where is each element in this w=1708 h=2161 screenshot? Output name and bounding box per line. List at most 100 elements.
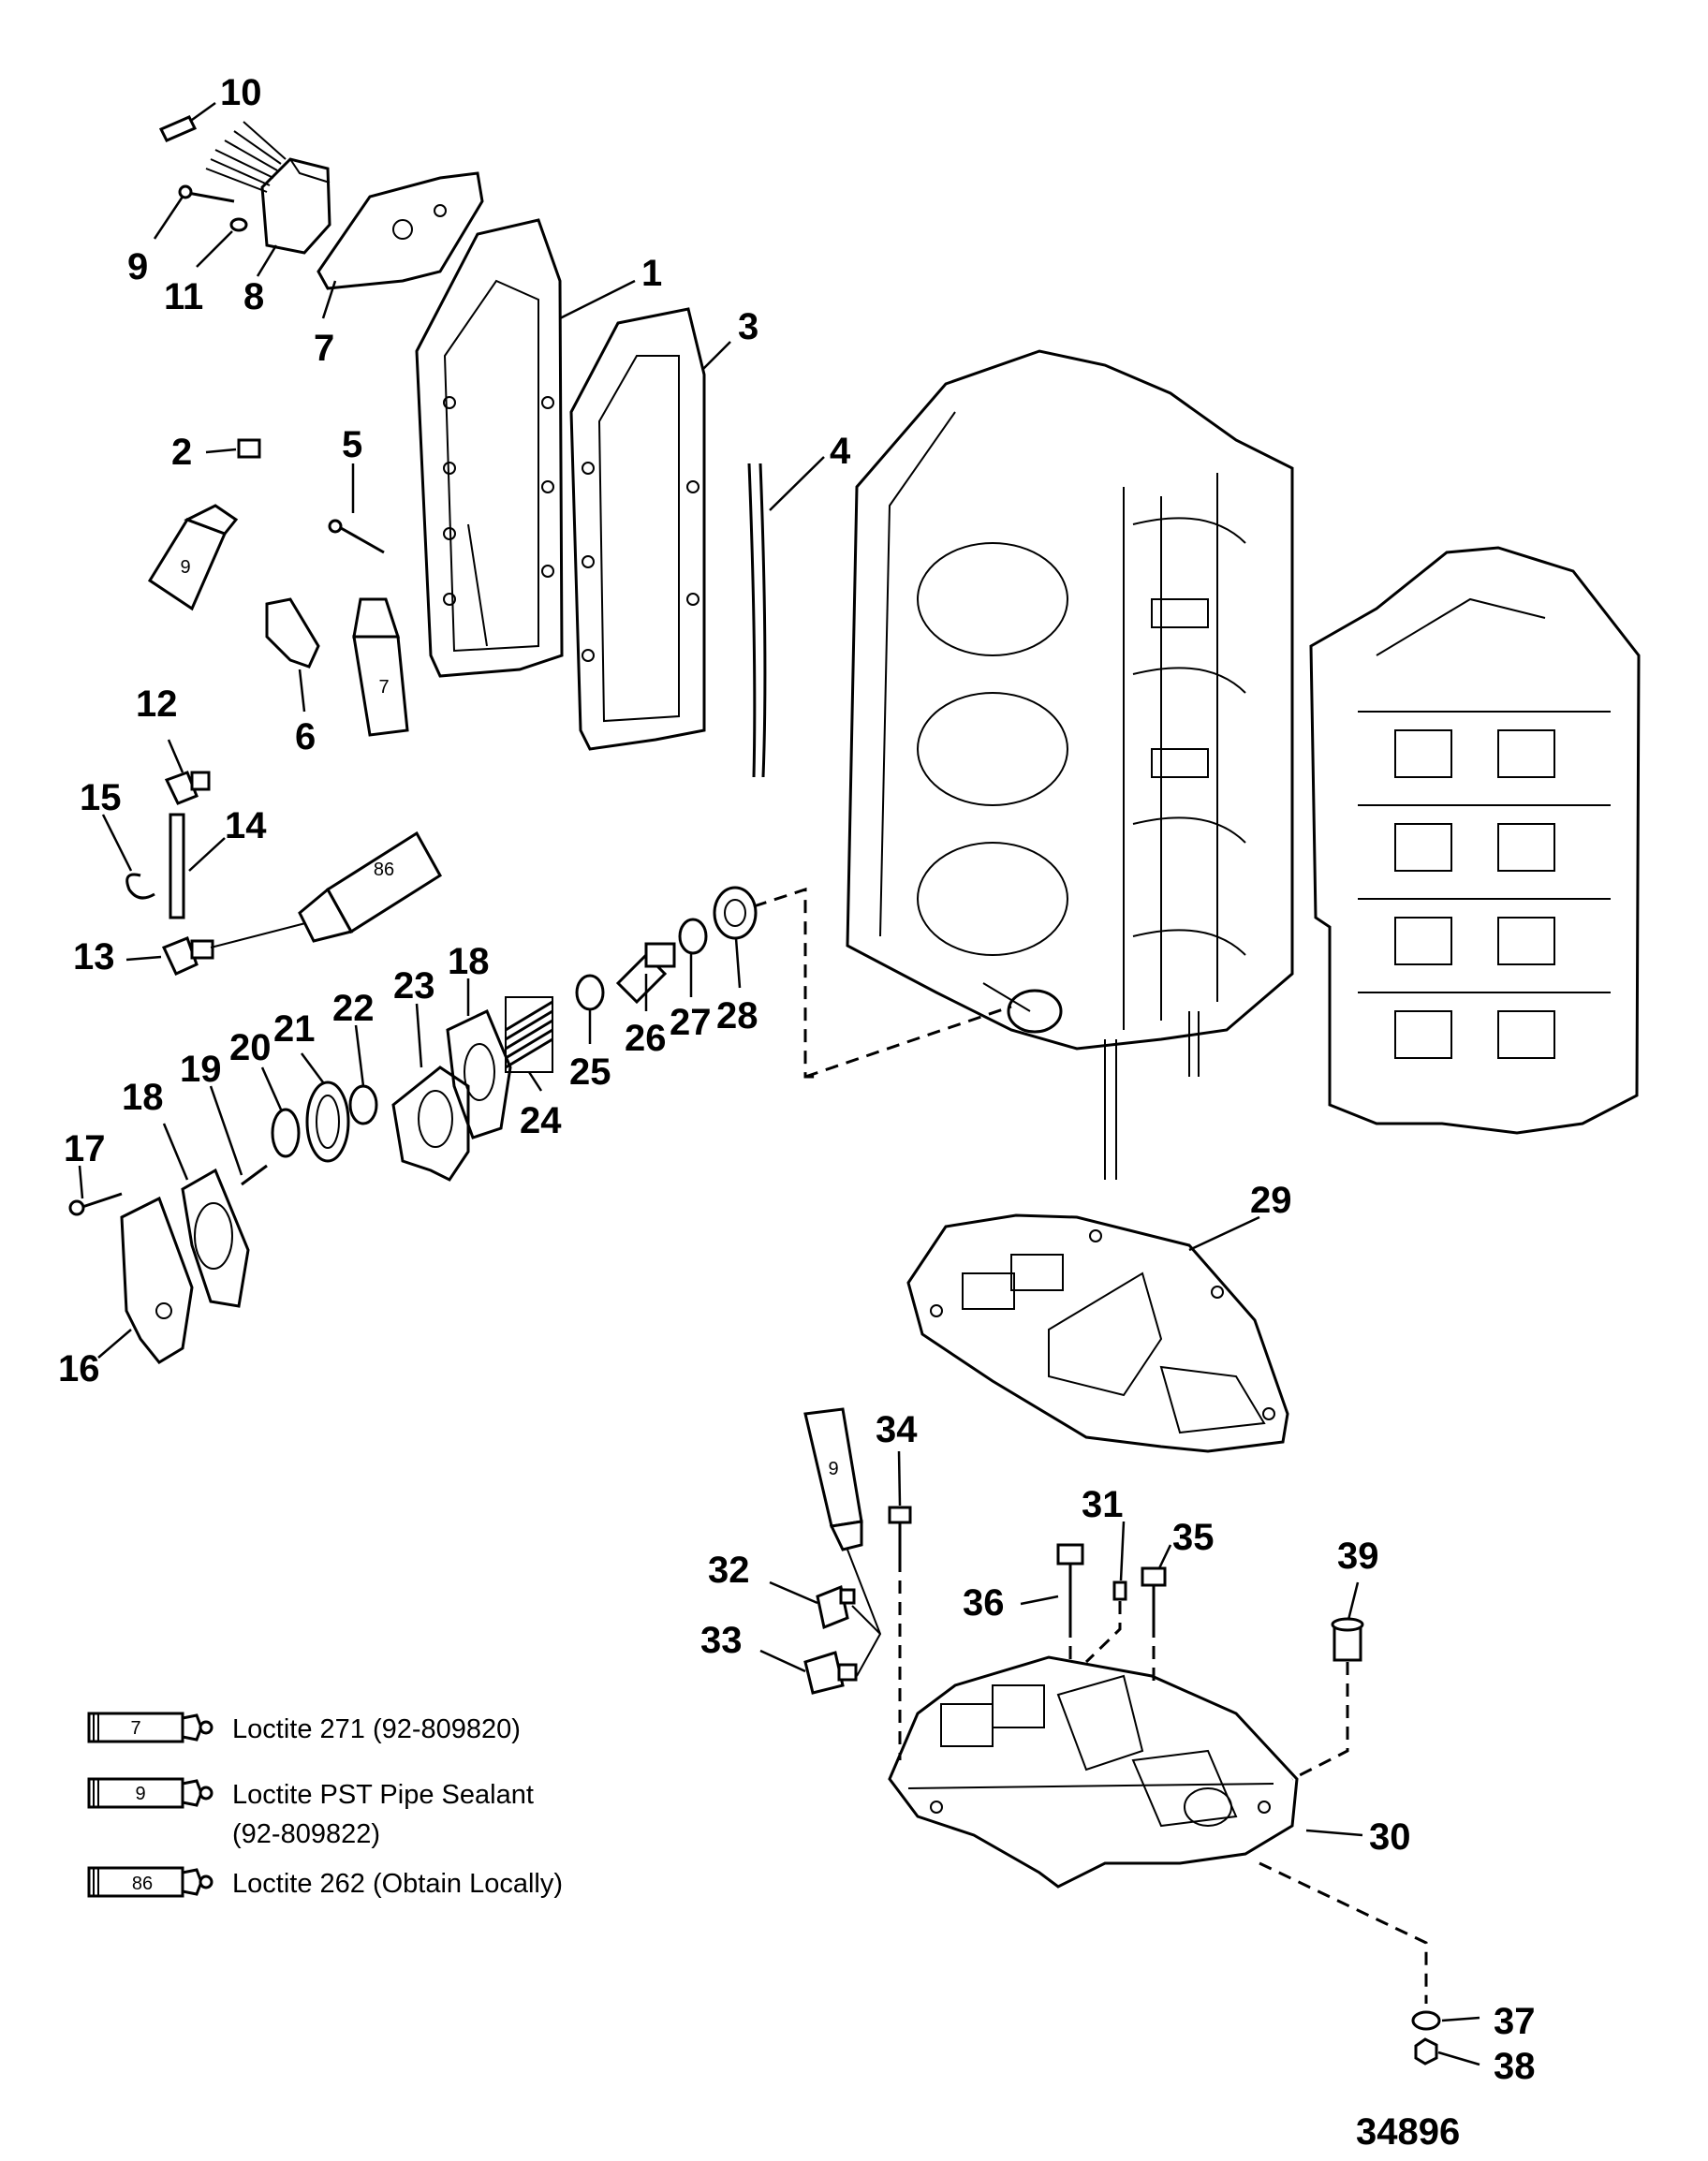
part-21-diaphragm [305, 1080, 350, 1163]
part-5-screw [328, 519, 385, 554]
part-26-thermostat [615, 942, 676, 1005]
legend-tube-label: 86 [132, 1874, 153, 1894]
callout-25: 25 [569, 1051, 611, 1093]
part-33-fitting [803, 1651, 858, 1695]
callout-15: 15 [80, 777, 122, 818]
legend-tube-label: 7 [130, 1718, 140, 1739]
legend-text: Loctite 262 (Obtain Locally) [232, 1869, 563, 1899]
callout-16: 16 [58, 1348, 100, 1389]
leader-dash-37 [1259, 1861, 1428, 2004]
legend-text: Loctite PST Pipe Sealant [232, 1780, 534, 1810]
part-18-gasket-lower [181, 1168, 250, 1308]
parts-37-38 [1411, 2010, 1441, 2065]
callout-18-lower: 18 [122, 1077, 164, 1118]
part-27-seal [678, 918, 708, 955]
tube-label: 86 [374, 860, 394, 880]
part-20-disc [271, 1108, 301, 1158]
callout-37: 37 [1494, 2001, 1536, 2042]
callout-9: 9 [127, 246, 148, 287]
part-3-gasket [569, 307, 706, 751]
legend-text-line-2: (92-809822) [232, 1819, 380, 1849]
tube-label: 9 [828, 1459, 838, 1479]
part-29-gasket [906, 1213, 1289, 1453]
leader-dash-thermostat [753, 887, 1012, 1079]
crankcase-cover [1309, 546, 1641, 1135]
tube-7: 7 [352, 597, 409, 737]
part-4-seal-strip [747, 463, 767, 778]
callout-39: 39 [1337, 1536, 1379, 1577]
callout-23: 23 [393, 965, 435, 1007]
callout-3: 3 [738, 306, 758, 347]
callout-10: 10 [220, 72, 262, 113]
callout-1: 1 [641, 253, 662, 294]
tube-9-upper: 9 [147, 504, 239, 611]
part-8-switch-box [205, 121, 331, 255]
callout-32: 32 [708, 1550, 750, 1591]
callout-38: 38 [1494, 2046, 1536, 2087]
callout-24: 24 [520, 1100, 562, 1141]
callout-20: 20 [229, 1027, 272, 1068]
part-34-bolt [888, 1506, 912, 1559]
callout-4: 4 [830, 431, 851, 472]
callout-2: 2 [171, 432, 192, 473]
callout-33: 33 [700, 1620, 743, 1661]
part-2-plug [237, 438, 261, 459]
legend-tube-label: 9 [135, 1784, 145, 1804]
legend-item-loctite-pst: 9 Loctite PST Pipe Sealant (92-809822) [87, 1777, 534, 1849]
callout-19: 19 [180, 1049, 222, 1090]
callout-21: 21 [273, 1008, 316, 1050]
part-31-dowel [1112, 1580, 1127, 1601]
callout-22: 22 [332, 988, 375, 1029]
leader-dash-31 [1084, 1601, 1122, 1664]
leader-dash-39 [1291, 1662, 1349, 1781]
callout-18-upper: 18 [448, 941, 490, 982]
callout-5: 5 [342, 424, 362, 465]
callout-35: 35 [1172, 1517, 1215, 1558]
legend-item-loctite-271: 7 Loctite 271 (92-809820) [87, 1712, 521, 1744]
callout-26: 26 [625, 1018, 667, 1059]
part-17-screw [68, 1192, 123, 1216]
callout-11: 11 [164, 276, 203, 317]
part-39-grommet [1331, 1617, 1364, 1662]
part-35-bolt [1141, 1566, 1167, 1624]
part-23-housing [391, 1066, 470, 1182]
part-15-clip [125, 873, 155, 900]
callout-14: 14 [225, 805, 267, 846]
part-30-adapter-plate [888, 1655, 1299, 1889]
tube-9-lower: 9 [803, 1407, 882, 1677]
part-14-hose [169, 813, 185, 919]
figure-number: 34896 [1356, 2111, 1460, 2153]
part-1-exhaust-cover [415, 218, 564, 678]
callout-6: 6 [295, 716, 316, 757]
sealant-legend: 7 Loctite 271 (92-809820) 9 Loctite PST … [87, 1712, 563, 1899]
callout-34: 34 [876, 1409, 918, 1450]
part-6-clip [265, 597, 320, 669]
part-19-screw [241, 1164, 268, 1186]
tube-86: 86 [298, 831, 442, 943]
callout-30: 30 [1369, 1816, 1411, 1858]
callout-12: 12 [136, 684, 178, 725]
callout-31: 31 [1082, 1484, 1124, 1525]
callout-labels: 1 2 3 4 5 6 7 8 9 10 11 12 13 14 15 16 1… [58, 72, 1536, 2087]
callout-28: 28 [716, 995, 758, 1036]
part-22-washer [348, 1084, 378, 1125]
part-12-fitting [164, 771, 211, 805]
callout-13: 13 [73, 936, 115, 978]
part-24-spring [505, 996, 553, 1073]
callout-27: 27 [670, 1002, 712, 1043]
legend-item-loctite-262: 86 Loctite 262 (Obtain Locally) [87, 1866, 563, 1899]
tube-label: 7 [378, 677, 389, 698]
part-16-cover [120, 1196, 194, 1364]
legend-text: Loctite 271 (92-809820) [232, 1714, 521, 1744]
callout-7-upper: 7 [314, 328, 334, 369]
callout-leaders [78, 101, 1480, 2066]
part-28-grommet [713, 886, 758, 940]
callout-17: 17 [64, 1128, 106, 1169]
cylinder-block [846, 349, 1294, 1180]
part-32-fitting [816, 1584, 856, 1630]
part-7-gasket [317, 171, 484, 290]
callout-29: 29 [1250, 1180, 1292, 1221]
callout-8: 8 [243, 276, 264, 317]
